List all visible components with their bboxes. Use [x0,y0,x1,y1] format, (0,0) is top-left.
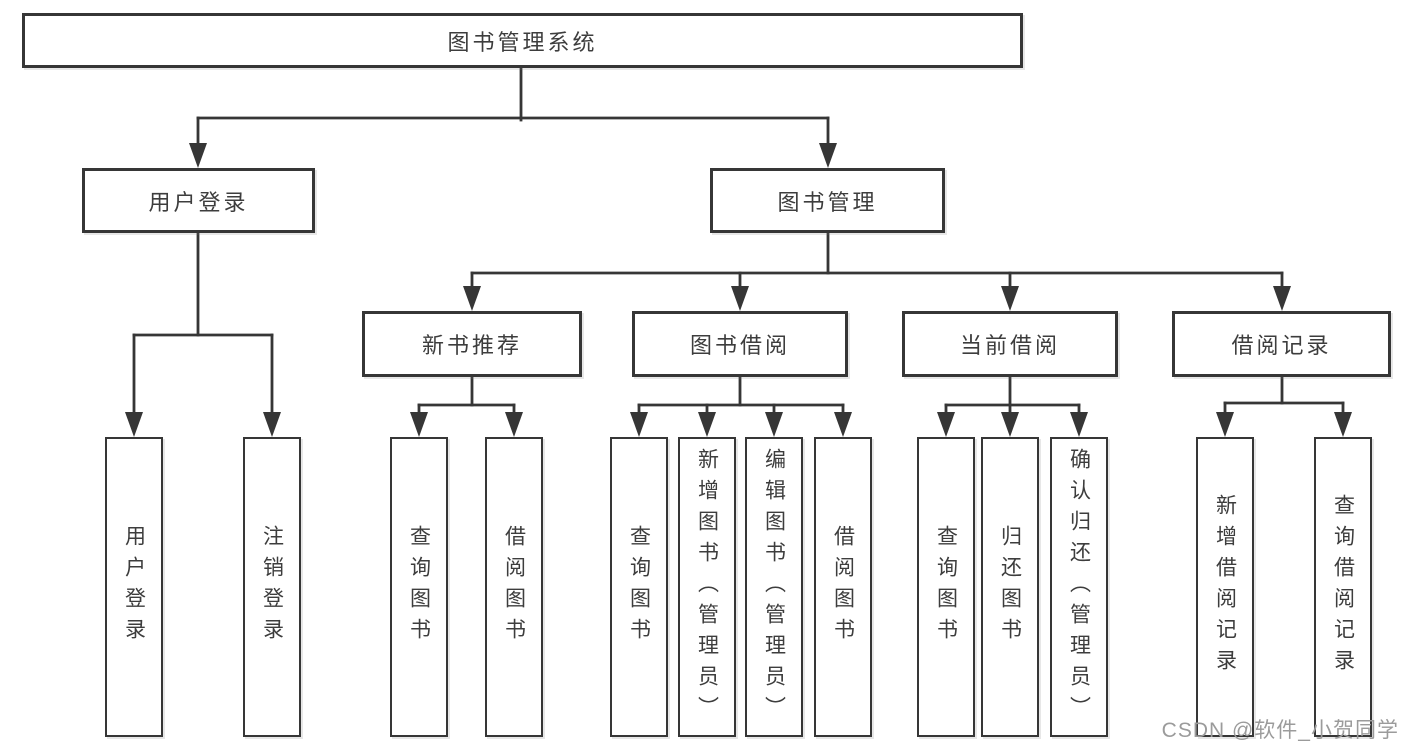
node-book-management-label: 图书管理 [777,189,878,215]
arrowhead-down-icon [1070,412,1088,437]
leaf-user-login-label: 用户登录 [122,525,146,649]
node-new-book-recommendation-label: 新书推荐 [421,333,522,358]
arrowhead-down-icon [630,412,648,437]
leaf-query-books-current: 查询图书 [917,437,975,737]
arrowhead-down-icon [834,412,852,437]
arrowhead-down-icon [765,412,783,437]
leaf-borrow-books-recommend: 借阅图书 [485,437,543,737]
node-book-borrowing-label: 图书借阅 [689,333,790,358]
node-book-borrowing: 图书借阅 [632,311,848,377]
csdn-watermark: CSDN @软件_小贺同学 [1161,719,1399,742]
leaf-edit-book-admin-label: 编辑图书（管理员） [762,447,786,727]
arrowhead-down-icon [731,286,749,311]
leaf-query-books-recommend-label: 查询图书 [407,525,431,649]
leaf-user-login: 用户登录 [105,437,163,737]
arrowhead-down-icon [463,286,481,311]
leaf-query-borrow-record-label: 查询借阅记录 [1331,494,1355,680]
leaf-add-borrow-record-label: 新增借阅记录 [1213,494,1237,680]
node-library-management-system: 图书管理系统 [22,13,1023,68]
arrowhead-down-icon [1001,286,1019,311]
leaf-query-books-recommend: 查询图书 [390,437,448,737]
arrowhead-down-icon [125,412,143,437]
leaf-query-books-current-label: 查询图书 [934,525,958,649]
leaf-borrow-books-recommend-label: 借阅图书 [502,525,526,649]
node-user-login: 用户登录 [82,168,315,233]
arrowhead-down-icon [937,412,955,437]
leaf-logout: 注销登录 [243,437,301,737]
leaf-add-book-admin: 新增图书（管理员） [678,437,736,737]
node-current-borrowing: 当前借阅 [902,311,1118,377]
arrowhead-down-icon [1334,412,1352,437]
arrowhead-down-icon [698,412,716,437]
node-current-borrowing-label: 当前借阅 [959,333,1060,358]
leaf-confirm-return-admin: 确认归还（管理员） [1050,437,1108,737]
leaf-return-books: 归还图书 [981,437,1039,737]
leaf-edit-book-admin: 编辑图书（管理员） [745,437,803,737]
leaf-add-book-admin-label: 新增图书（管理员） [695,447,719,727]
node-borrowing-records: 借阅记录 [1172,311,1391,377]
arrowhead-down-icon [1273,286,1291,311]
arrowhead-down-icon [819,143,837,168]
leaf-query-borrow-record: 查询借阅记录 [1314,437,1372,737]
leaf-return-books-label: 归还图书 [998,525,1022,649]
arrowhead-down-icon [410,412,428,437]
arrowhead-down-icon [189,143,207,168]
node-new-book-recommendation: 新书推荐 [362,311,582,377]
leaf-query-books-borrow-label: 查询图书 [627,525,651,649]
leaf-add-borrow-record: 新增借阅记录 [1196,437,1254,737]
leaf-logout-label: 注销登录 [260,525,284,649]
arrowhead-down-icon [263,412,281,437]
node-borrowing-records-label: 借阅记录 [1231,333,1332,358]
node-library-management-system-label: 图书管理系统 [447,29,598,55]
node-book-management: 图书管理 [710,168,945,233]
arrowhead-down-icon [1216,412,1234,437]
node-user-login-label: 用户登录 [148,189,249,215]
leaf-borrow-books-borrow: 借阅图书 [814,437,872,737]
leaf-query-books-borrow: 查询图书 [610,437,668,737]
leaf-borrow-books-borrow-label: 借阅图书 [831,525,855,649]
arrowhead-down-icon [1001,412,1019,437]
arrowhead-down-icon [505,412,523,437]
leaf-confirm-return-admin-label: 确认归还（管理员） [1067,447,1091,727]
